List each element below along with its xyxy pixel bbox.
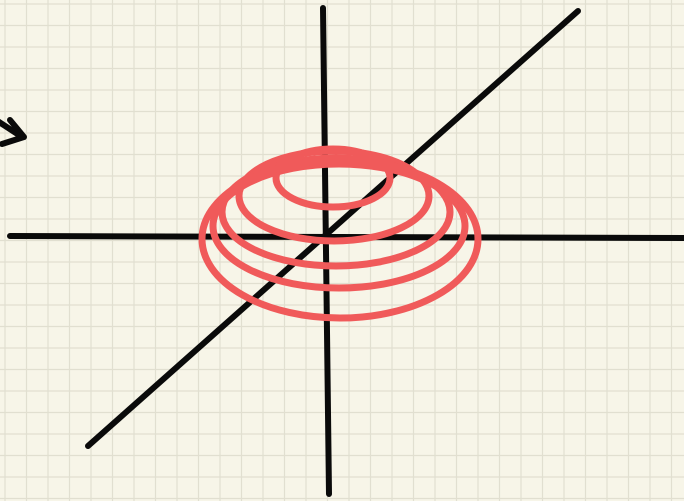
sketch-canvas [0,0,684,501]
paper-background [0,0,684,501]
sketch-svg [0,0,684,501]
